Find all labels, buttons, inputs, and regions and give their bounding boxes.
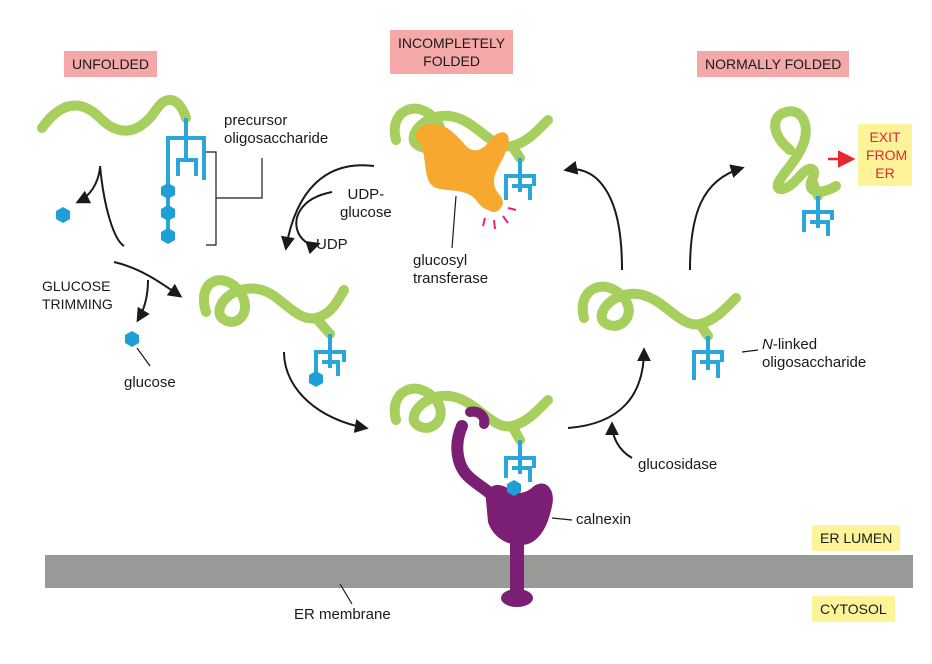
er-membrane-band: [45, 555, 913, 588]
to-folded-arrow: [689, 164, 745, 271]
er-membrane-label: ER membrane: [294, 606, 391, 623]
n-linked-oligosaccharide-label: N-linked oligosaccharide: [762, 336, 866, 372]
n-italic: N: [762, 336, 773, 353]
normally-folded-protein: [770, 106, 841, 236]
calnexin-body: [485, 483, 553, 546]
exit-from-er-label: EXIT FROM ER: [858, 124, 912, 186]
cytosol-label: CYTOSOL: [812, 596, 895, 622]
n-linked-rest: -linked oligosaccharide: [762, 336, 867, 371]
glucosidase-label: glucosidase: [638, 456, 718, 473]
reglucosylation-arrow: [281, 164, 375, 251]
glucosyl-transferase-shape: [415, 124, 509, 212]
udp-label: UDP: [316, 236, 348, 253]
precursor-bracket: [206, 151, 263, 246]
calnexin-label: calnexin: [576, 511, 632, 528]
released-glucose-hex: [56, 207, 70, 223]
deglucosylated-protein: [577, 281, 741, 380]
precursor-oligosaccharide-label: precursor oligosaccharide: [224, 112, 329, 147]
glucose-label: glucose: [124, 374, 176, 391]
trimming-arrow: [113, 261, 183, 298]
state-label-incompletely-folded: INCOMPLETELY FOLDED: [390, 30, 514, 74]
state-label-normally-folded: NORMALLY FOLDED: [697, 51, 850, 77]
glucose-hex: [125, 331, 139, 347]
state-label-unfolded: UNFOLDED: [64, 51, 158, 77]
calnexin-bound-protein: [389, 383, 553, 607]
to-incomplete-arrow: [563, 160, 623, 271]
monoglucosylated-protein: [199, 275, 349, 387]
udp-glucose-label: UDP- glucose: [340, 186, 392, 221]
incompletely-folded-protein: [389, 103, 553, 230]
calnexin-tm-segment: [510, 540, 524, 596]
glucosyl-transferase-label: glucosyl transferase: [413, 252, 489, 287]
glucosidase-arrow: [605, 421, 633, 459]
unfolded-protein: [37, 94, 206, 244]
glucose-trimming-label: GLUCOSE TRIMMING: [42, 278, 113, 312]
er-lumen-label: ER LUMEN: [812, 525, 901, 551]
